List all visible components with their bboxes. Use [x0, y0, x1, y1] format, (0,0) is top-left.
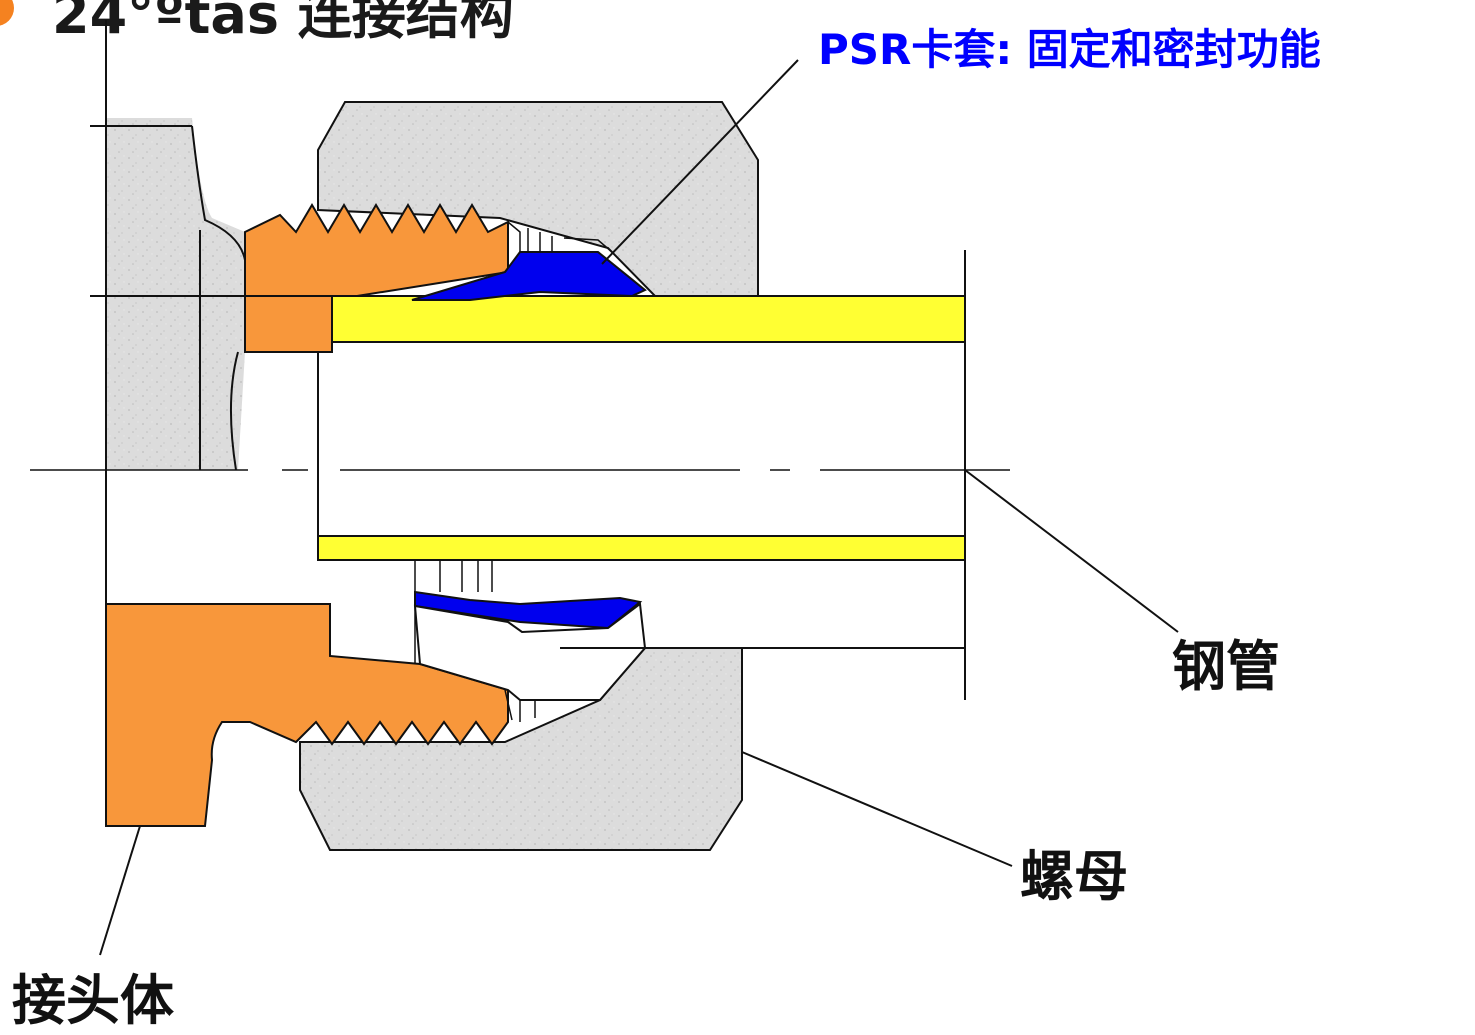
psr-ferrule-label: PSR卡套: 固定和密封功能: [818, 25, 1321, 74]
port-block-upper: [106, 118, 245, 470]
fitting-body-lower: [105, 603, 509, 827]
diagram-title: 24°ºtas 连接结构: [52, 0, 514, 46]
steel-tube-upper-wall: [331, 295, 966, 343]
ferrule-lower-rings: [414, 560, 536, 722]
nut-upper: [317, 101, 759, 297]
fitting-body-upper: [244, 203, 509, 353]
steel-tube-label: 钢管: [1172, 635, 1280, 698]
fitting-body-label: 接头体: [12, 969, 174, 1032]
steel-tube-lower-wall: [317, 535, 966, 561]
outline-lines: [90, 20, 966, 826]
nut-label: 螺母: [1020, 845, 1128, 908]
ferrule-upper-rings: [507, 221, 613, 253]
psr-ferrule-upper: [411, 251, 647, 301]
leader-lines: [99, 59, 1179, 956]
